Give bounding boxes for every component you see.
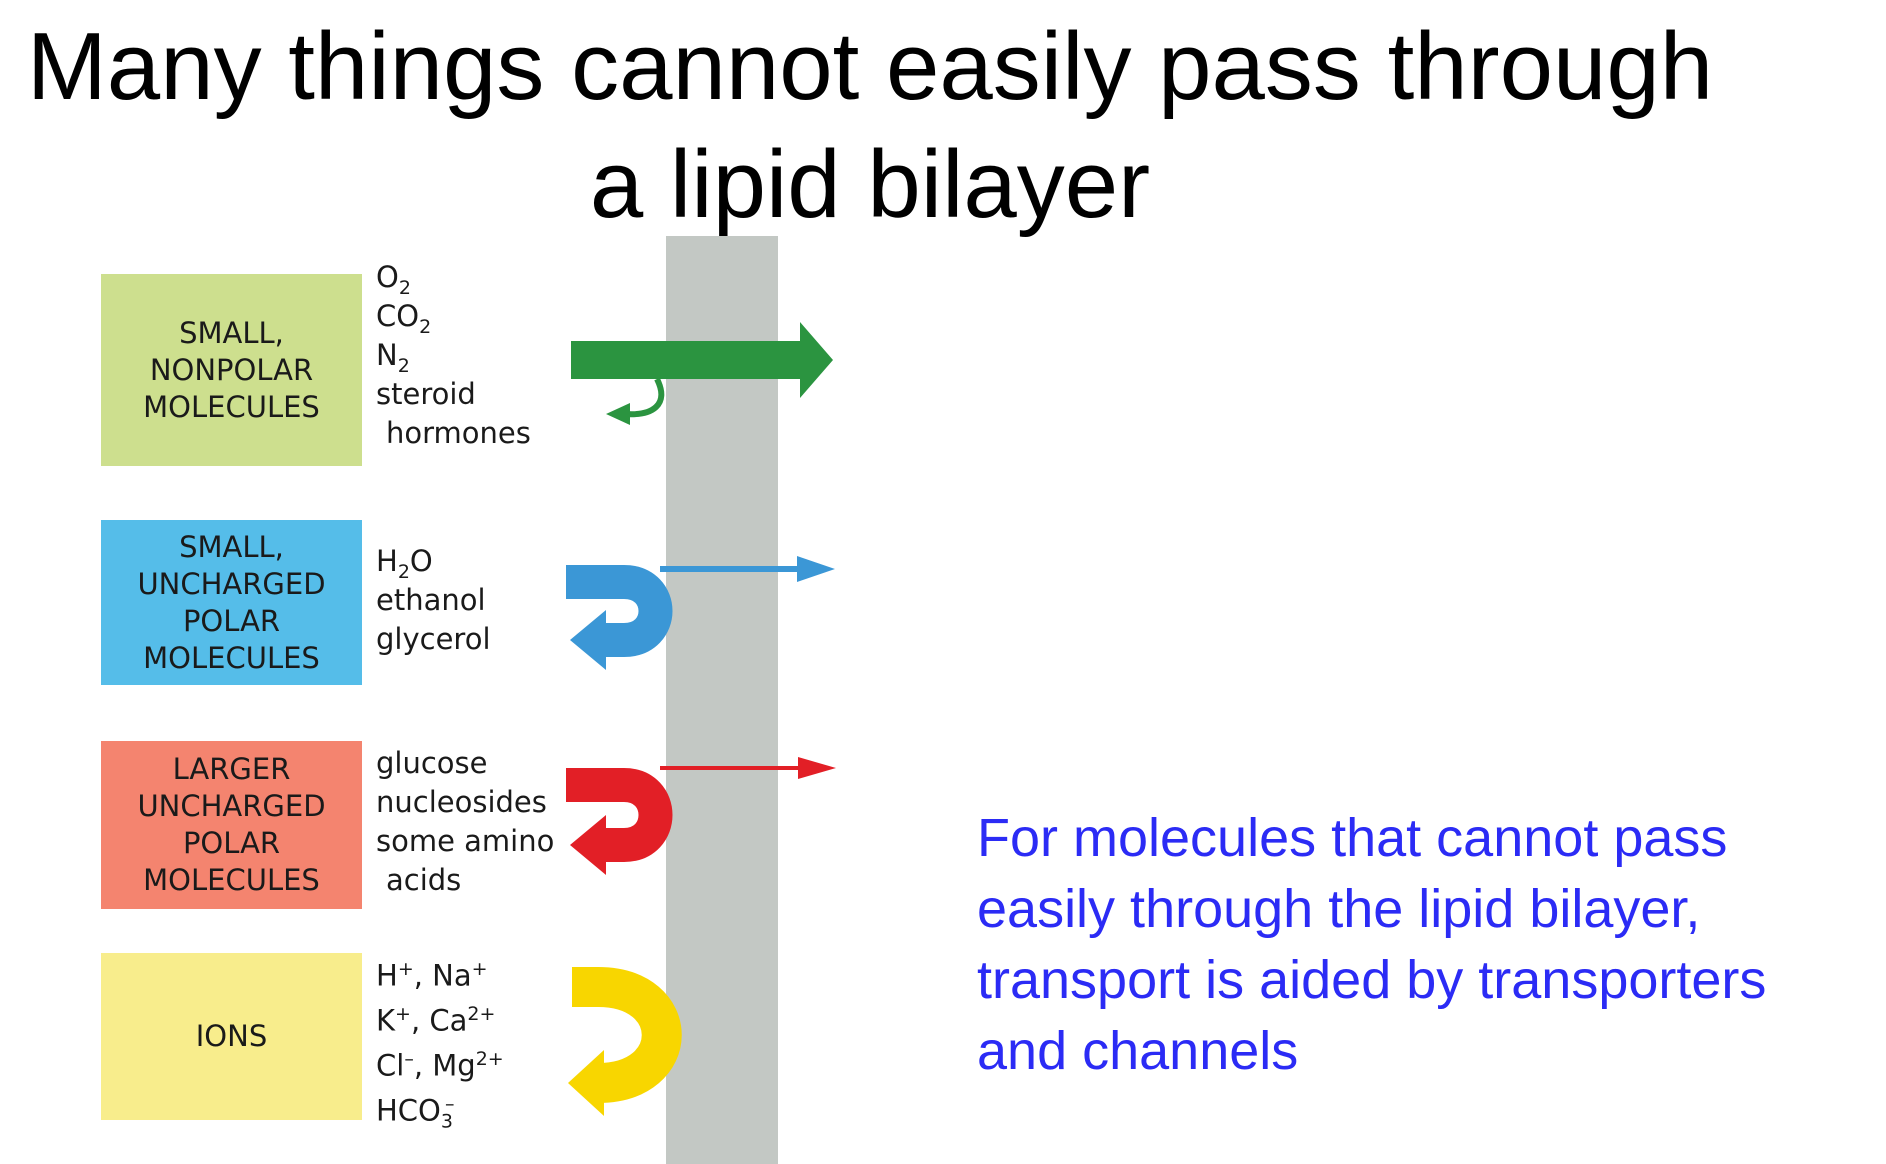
molecule-item: Cl–, Mg2+ [376,1048,504,1083]
category-label-line: NONPOLAR [149,352,314,387]
molecule-item: acids [386,863,462,897]
pass-arrow-nonpolar-shape [571,322,833,398]
lipid-bilayer [666,236,778,1164]
category-label-line: MOLECULES [143,863,320,897]
molecule-item: O2 [376,260,411,299]
molecule-item: some amino [376,824,555,858]
note-line: transport is aided by transporters [977,950,1767,1010]
molecule-list-small-nonpolar: O2 CO2 N2 steroid hormones [376,258,531,453]
molecule-item: H2O [376,544,433,583]
molecule-list-small-uncharged-polar: H2O ethanol glycerol [376,542,491,659]
note-line: easily through the lipid bilayer, [977,879,1701,939]
reflect-arrow-polar [566,565,673,657]
category-label-line: SMALL, [179,315,284,350]
arrows-ions [568,967,682,1116]
category-label-line: MOLECULES [143,389,320,424]
category-label-line: POLAR [182,603,281,638]
reflect-arrow-nonpolar [624,377,665,418]
note-line: For molecules that cannot pass [977,808,1728,868]
category-label-line: POLAR [182,826,281,860]
page-title: Many things cannot easily pass through a… [0,8,1740,244]
pass-arrow-polar-head [797,556,835,582]
category-box-small-nonpolar: SMALL, NONPOLAR MOLECULES [101,274,362,466]
category-label-line: MOLECULES [143,640,320,675]
category-box-small-uncharged-polar: SMALL, UNCHARGED POLAR MOLECULES [101,520,362,685]
category-label-line: SMALL, [179,529,284,564]
molecule-item: N2 [376,338,410,377]
molecule-item: glycerol [376,622,491,656]
category-label-line: IONS [195,1019,268,1053]
molecule-item: CO2 [376,299,432,338]
molecule-item: nucleosides [376,785,547,819]
pass-arrow-polar-shaft [660,566,800,572]
molecule-item: steroid [376,377,476,411]
title-line-2: a lipid bilayer [589,131,1151,238]
molecule-item: K+, Ca2+ [376,1003,496,1038]
reflect-arrow-larger [566,768,673,862]
category-label-line: LARGER [172,752,291,786]
pass-arrow-larger-shaft [660,766,800,770]
molecule-item: hormones [386,416,531,450]
transport-note: For molecules that cannot pass easily th… [977,803,1877,1087]
reflect-arrowhead-ions [568,1050,604,1116]
category-box-ions: IONS [101,953,362,1120]
category-label-line: UNCHARGED [137,789,326,823]
category-label-line: UNCHARGED [137,566,326,601]
molecule-item: HCO3– [376,1093,455,1133]
reflect-arrow-ions [572,967,682,1103]
pass-arrow-small-nonpolar [571,322,833,425]
category-box-larger-uncharged-polar: LARGER UNCHARGED POLAR MOLECULES [101,741,362,909]
arrows-larger-uncharged-polar [566,757,836,875]
molecule-item: H+, Na+ [376,958,488,993]
reflect-arrowhead-larger [570,815,606,875]
molecule-item: ethanol [376,583,486,617]
pass-arrow-larger-head [798,757,836,779]
arrows-small-uncharged-polar [566,556,835,670]
molecule-list-larger-uncharged-polar: glucose nucleosides some amino acids [376,744,554,900]
molecule-list-ions: H+, Na+ K+, Ca2+ Cl–, Mg2+ HCO3– [376,947,504,1133]
title-line-1: Many things cannot easily pass through [26,13,1714,120]
reflect-arrowhead-polar [570,610,606,670]
note-line: and channels [977,1021,1299,1081]
reflect-arrowhead-nonpolar [606,403,630,425]
molecule-item: glucose [376,746,488,780]
